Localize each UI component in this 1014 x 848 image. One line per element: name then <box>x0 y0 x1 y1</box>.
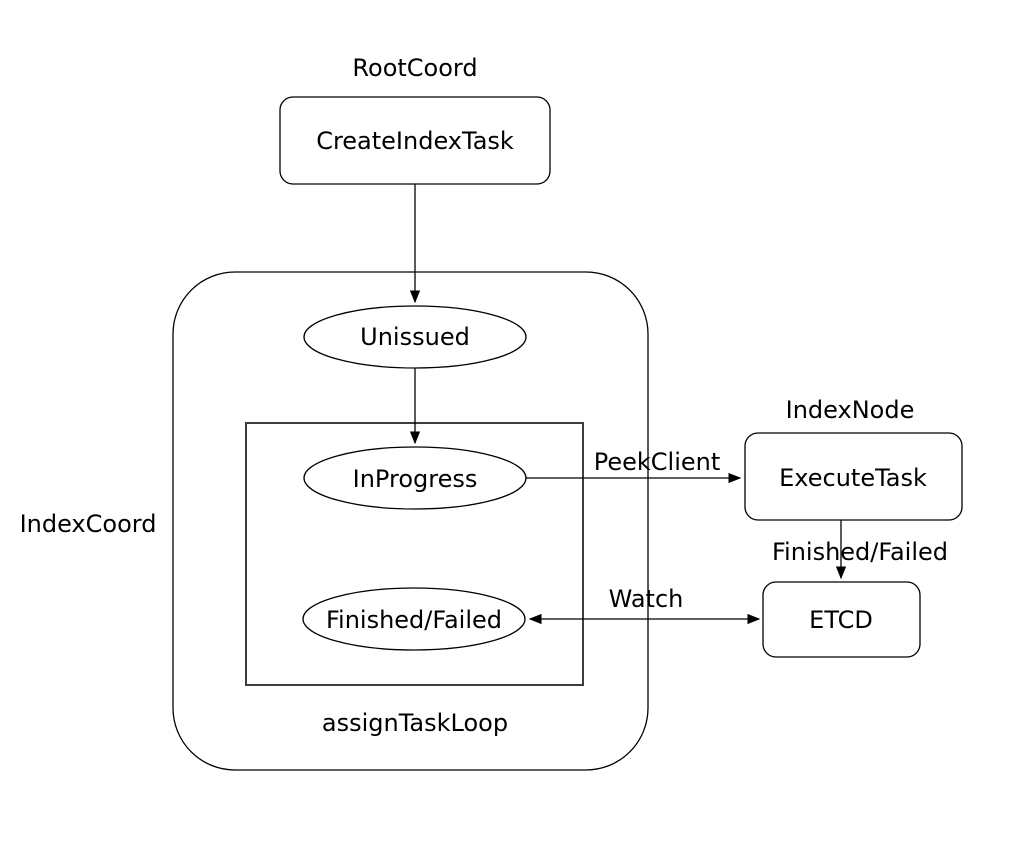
peek-client-edge-label: PeekClient <box>594 448 721 476</box>
finished-failed-state-label: Finished/Failed <box>326 606 502 634</box>
execute-task-node <box>744 432 963 521</box>
unissued-node <box>303 305 527 369</box>
watch-edge-label: Watch <box>609 585 684 613</box>
in-progress-label: InProgress <box>353 465 478 493</box>
assign-task-loop-label: assignTaskLoop <box>322 709 508 737</box>
finished-failed-edge-label: Finished/Failed <box>772 538 948 566</box>
create-index-task-label: CreateIndexTask <box>316 127 514 155</box>
root-coord-label: RootCoord <box>352 54 477 82</box>
index-coord-container <box>172 271 649 771</box>
in-progress-node <box>303 446 527 510</box>
unissued-label: Unissued <box>360 323 470 351</box>
finished-failed-node <box>302 587 526 651</box>
create-index-task-node <box>279 96 551 185</box>
execute-task-label: ExecuteTask <box>779 464 927 492</box>
etcd-label: ETCD <box>809 606 873 634</box>
etcd-node <box>762 581 921 658</box>
index-coord-label: IndexCoord <box>20 510 157 538</box>
index-node-label: IndexNode <box>786 396 915 424</box>
